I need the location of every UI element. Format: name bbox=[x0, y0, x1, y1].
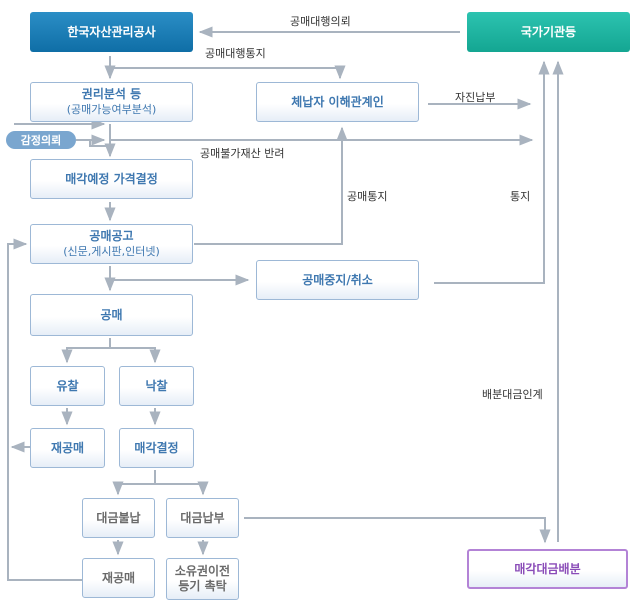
node-ownership-transfer: 소유권이전 등기 촉탁 bbox=[166, 558, 239, 600]
node-interested-parties: 체납자 이해관계인 bbox=[256, 82, 419, 122]
node-non-payment: 대금불납 bbox=[82, 498, 155, 538]
arrow-decision-split bbox=[112, 470, 156, 496]
node-kamco: 한국자산관리공사 bbox=[30, 12, 193, 52]
node-public-notice-sub: (신문,게시판,인터넷) bbox=[63, 245, 160, 258]
node-sale-decision-label: 매각결정 bbox=[134, 440, 179, 455]
node-winning-bid: 낙찰 bbox=[119, 366, 194, 406]
label-non-auctionable-return: 공매불가재산 반려 bbox=[200, 147, 285, 160]
label-notice: 통지 bbox=[510, 190, 531, 203]
node-auction-label: 공매 bbox=[100, 307, 123, 322]
node-rights-analysis-sub: (공매가능여부분석) bbox=[66, 103, 157, 116]
node-proceeds-distribution-label: 매각대금배분 bbox=[514, 561, 581, 576]
node-rights-analysis-label: 권리분석 등 bbox=[81, 87, 142, 101]
node-interested-parties-label: 체납자 이해관계인 bbox=[291, 94, 384, 109]
node-suspension-label: 공매중지/취소 bbox=[302, 272, 373, 287]
arrow-suspension-notice bbox=[434, 60, 550, 284]
node-price-decision: 매각예정 가격결정 bbox=[30, 159, 193, 199]
label-auction-notice: 공매통지 bbox=[347, 190, 388, 203]
node-failed-bid-label: 유찰 bbox=[56, 378, 79, 393]
node-kamco-label: 한국자산관리공사 bbox=[67, 24, 156, 39]
badge-appraisal-request: 감정의뢰 bbox=[6, 131, 76, 149]
arrow-auction-split bbox=[61, 338, 111, 364]
node-rights-analysis: 권리분석 등 (공매가능여부분석) bbox=[30, 82, 193, 122]
node-proceeds-distribution: 매각대금배분 bbox=[467, 549, 628, 589]
node-suspension: 공매중지/취소 bbox=[256, 260, 419, 300]
line-return-dn bbox=[89, 140, 110, 147]
node-re-auction-1-label: 재공매 bbox=[50, 440, 85, 455]
node-price-decision-label: 매각예정 가격결정 bbox=[65, 171, 158, 186]
node-non-payment-label: 대금불납 bbox=[96, 510, 141, 525]
arrow-auction-split-right bbox=[110, 347, 161, 364]
label-auction-agency-request: 공매대행의뢰 bbox=[290, 15, 351, 28]
label-voluntary-payment: 자진납부 bbox=[455, 91, 496, 104]
node-payment: 대금납부 bbox=[166, 498, 239, 538]
node-sale-decision: 매각결정 bbox=[119, 428, 194, 468]
node-failed-bid: 유찰 bbox=[30, 366, 105, 406]
node-auction: 공매 bbox=[30, 294, 193, 336]
node-state-agency: 국가기관등 bbox=[467, 12, 630, 52]
arrow-big-loop bbox=[7, 238, 82, 581]
label-proceeds-handover: 배분대금인계 bbox=[482, 388, 543, 401]
node-winning-bid-label: 낙찰 bbox=[145, 378, 168, 393]
node-re-auction-2: 재공매 bbox=[82, 558, 155, 598]
node-ownership-transfer-sub: 등기 촉탁 bbox=[178, 579, 227, 593]
node-re-auction-2-label: 재공매 bbox=[101, 570, 136, 585]
node-payment-label: 대금납부 bbox=[180, 510, 225, 525]
arrow-decision-split-right bbox=[155, 481, 209, 496]
arrow-auction-notice bbox=[194, 126, 348, 245]
node-re-auction-1: 재공매 bbox=[30, 428, 105, 468]
node-ownership-transfer-label: 소유권이전 bbox=[174, 564, 231, 578]
node-public-notice: 공매공고 (신문,게시판,인터넷) bbox=[30, 224, 193, 264]
node-state-agency-label: 국가기관등 bbox=[520, 24, 577, 39]
label-auction-agency-notice: 공매대행통지 bbox=[205, 47, 266, 60]
arrow-pay-to-distribution bbox=[244, 517, 551, 544]
arrow-agency-notice bbox=[110, 65, 346, 80]
node-public-notice-label: 공매공고 bbox=[89, 229, 134, 243]
